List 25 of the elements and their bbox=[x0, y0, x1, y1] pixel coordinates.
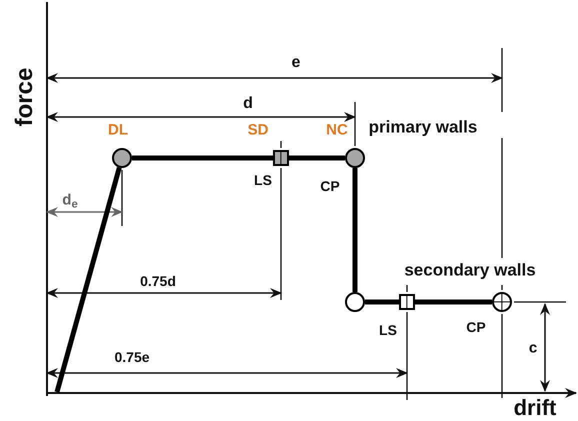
dimension-label: 0.75d bbox=[140, 274, 176, 288]
axis-label: drift bbox=[514, 397, 556, 419]
point-label: LS bbox=[379, 323, 397, 337]
curve-segment bbox=[289, 156, 345, 160]
dimension-label: c bbox=[528, 340, 538, 356]
performance-level-label: SD bbox=[248, 122, 268, 138]
dimension-label: 0.75e bbox=[114, 350, 150, 364]
curve-segment bbox=[54, 166, 122, 393]
point-marker-square bbox=[399, 294, 415, 310]
point-label: LS bbox=[254, 173, 272, 187]
curve-segment bbox=[365, 300, 399, 304]
dimension-label: d bbox=[243, 96, 253, 112]
curve-segment bbox=[352, 168, 358, 292]
curve-segment bbox=[415, 300, 492, 304]
curve-label: secondary walls bbox=[404, 262, 536, 278]
dimension-label: e bbox=[292, 55, 300, 71]
curve-segment bbox=[132, 156, 273, 160]
point-label: CP bbox=[320, 179, 340, 193]
curve-label: primary walls bbox=[368, 118, 478, 136]
dimension-label: d$_{e}$ bbox=[62, 192, 78, 208]
axis-label: force bbox=[13, 68, 37, 126]
point-marker-square bbox=[273, 150, 289, 166]
point-label: CP bbox=[466, 320, 486, 334]
performance-level-label: NC bbox=[326, 122, 348, 138]
performance-level-label: DL bbox=[108, 122, 128, 138]
